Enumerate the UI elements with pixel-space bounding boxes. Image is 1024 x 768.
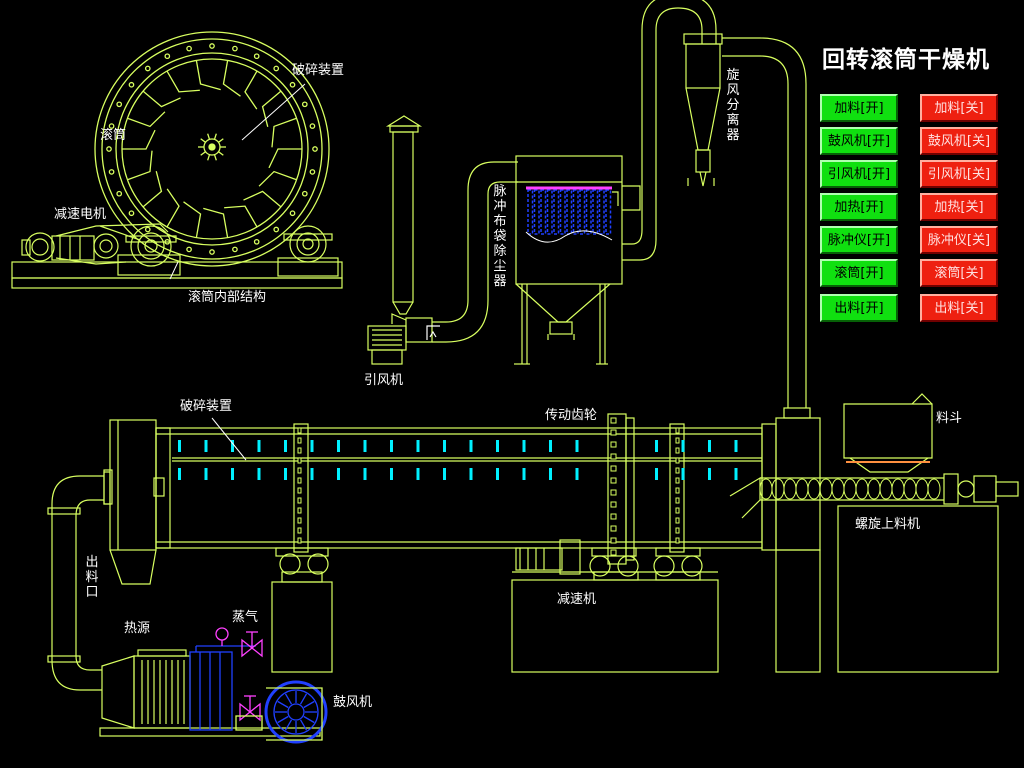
label-induced-fan: 引风机 [364, 373, 404, 388]
induced-fan-on-button[interactable]: 引风机[开] [820, 160, 898, 188]
pulse-bag-duster [514, 155, 641, 365]
drum-supports [271, 539, 719, 673]
crusher-hub [198, 133, 226, 161]
blower-on-button[interactable]: 鼓风机[开] [820, 127, 898, 155]
drum-inner-blades [122, 60, 302, 238]
label-outlet: 出料口 [85, 555, 99, 600]
discharge-on-button[interactable]: 出料[开] [820, 294, 898, 322]
label-reducer: 减速机 [557, 592, 597, 607]
screw-feeder [729, 473, 1019, 673]
screw-flights [759, 478, 941, 500]
page-title: 回转滚筒干燥机 [822, 47, 990, 73]
label-hopper: 料斗 [936, 411, 963, 426]
drum-base [11, 223, 343, 289]
heat-off-button[interactable]: 加热[关] [920, 193, 998, 221]
heat-exchanger [189, 645, 256, 731]
label-crusher-top: 破碎装置 [292, 63, 345, 78]
feed-off-button[interactable]: 加料[关] [920, 94, 998, 122]
pulse-off-button[interactable]: 脉冲仪[关] [920, 226, 998, 254]
label-gear: 传动齿轮 [545, 408, 598, 423]
filter-bags [527, 189, 612, 235]
induced-fan-unit [367, 313, 433, 365]
discharge-off-button[interactable]: 出料[关] [920, 294, 998, 322]
drum-lifting-plates [178, 440, 738, 480]
blower-off-button[interactable]: 鼓风机[关] [920, 127, 998, 155]
label-drum-top: 滚筒 [100, 128, 127, 143]
drum-on-button[interactable]: 滚筒[开] [820, 259, 898, 287]
label-heat-source: 热源 [124, 621, 151, 636]
duct-fan-duster [426, 161, 518, 343]
heat-on-button[interactable]: 加热[开] [820, 193, 898, 221]
label-cyclone: 旋风分离器 [726, 68, 740, 143]
outlet-pipe [47, 471, 111, 691]
blower-unit [235, 680, 328, 744]
gear-teeth [297, 417, 680, 556]
induced-fan-off-button[interactable]: 引风机[关] [920, 160, 998, 188]
drum-off-button[interactable]: 滚筒[关] [920, 259, 998, 287]
feed-hopper [843, 393, 933, 473]
label-motor-top: 减速电机 [54, 207, 107, 222]
chimney [385, 115, 423, 315]
label-pulse-duster: 脉冲布袋除尘器 [493, 184, 507, 289]
cyclone-separator [622, 0, 811, 419]
drum-bolts [106, 43, 318, 255]
label-crusher-main: 破碎装置 [180, 399, 233, 414]
label-screw-feeder: 螺旋上料机 [855, 517, 921, 532]
feed-on-button[interactable]: 加料[开] [820, 94, 898, 122]
label-drum-inner: 滚筒内部结构 [188, 290, 267, 305]
drum-cross-section [94, 31, 330, 267]
pulse-on-button[interactable]: 脉冲仪[开] [820, 226, 898, 254]
label-steam: 蒸气 [232, 610, 259, 625]
label-blower: 鼓风机 [333, 695, 373, 710]
